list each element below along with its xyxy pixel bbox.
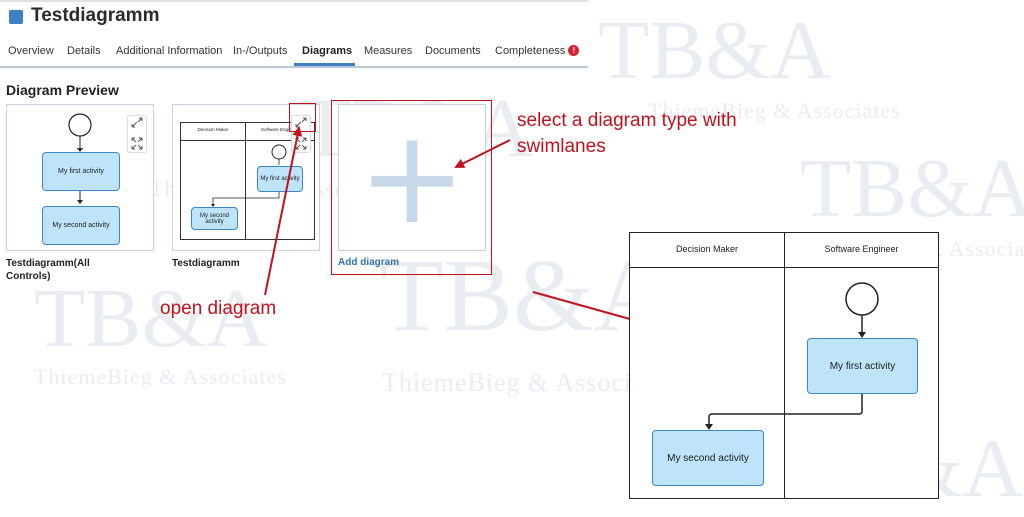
expand-button[interactable] bbox=[127, 115, 147, 153]
activity-my-first: My first activity bbox=[807, 338, 918, 394]
lane-label-decision-maker: Decision Maker bbox=[675, 244, 739, 254]
expand-icon bbox=[131, 117, 143, 150]
arrowhead bbox=[77, 148, 83, 152]
watermark-company: ThiemeBieg & Associates bbox=[34, 364, 287, 389]
arrowhead bbox=[858, 332, 866, 338]
start-node bbox=[68, 113, 92, 137]
watermark-logo: TB&A bbox=[598, 4, 832, 97]
add-diagram-card[interactable]: + bbox=[338, 104, 486, 251]
diagram-preview-card[interactable]: My first activity My second activity bbox=[6, 104, 154, 251]
diagram-name[interactable]: Testdiagramm(All Controls) bbox=[6, 258, 90, 282]
tab-measures[interactable]: Measures bbox=[364, 45, 413, 57]
lane-label: Decision Maker bbox=[197, 127, 229, 132]
tab-diagrams[interactable]: Diagrams bbox=[302, 45, 353, 57]
arrowhead bbox=[211, 204, 215, 207]
flow-arrow bbox=[212, 190, 280, 206]
tab-completeness[interactable]: Completeness! bbox=[495, 45, 580, 57]
tab-overview[interactable]: Overview bbox=[8, 45, 54, 57]
watermark-logo: TB&A bbox=[800, 142, 1024, 235]
activity-box: My first activity bbox=[42, 152, 120, 191]
page-title: Testdiagramm bbox=[31, 5, 160, 26]
highlight-box bbox=[331, 100, 492, 275]
header-divider bbox=[0, 0, 588, 2]
section-title: Diagram Preview bbox=[6, 82, 119, 98]
tab-bar: Overview Details Additional Information … bbox=[0, 38, 588, 68]
lane-divider bbox=[784, 233, 785, 498]
tab-in-outputs[interactable]: In-/Outputs bbox=[233, 45, 288, 57]
start-node bbox=[845, 282, 879, 316]
flow-arrow bbox=[708, 393, 863, 426]
swimlane-diagram: Decision Maker Software Engineer My firs… bbox=[629, 232, 939, 499]
diagram-name[interactable]: Testdiagramm bbox=[172, 258, 240, 269]
warning-badge-icon: ! bbox=[568, 45, 580, 56]
lane-header-divider bbox=[180, 140, 315, 141]
arrowhead bbox=[705, 424, 713, 430]
add-diagram-link[interactable]: Add diagram bbox=[338, 257, 400, 268]
diagram-thumbnail bbox=[68, 113, 92, 204]
active-tab-indicator bbox=[294, 63, 355, 66]
arrowhead bbox=[77, 200, 83, 204]
start-node bbox=[271, 144, 287, 160]
tab-completeness-label: Completeness bbox=[495, 45, 566, 57]
diagram-type-icon bbox=[9, 10, 23, 24]
annotation-open-diagram: open diagram bbox=[160, 298, 277, 319]
diagram-flow bbox=[705, 282, 879, 430]
lane-divider bbox=[245, 122, 246, 240]
activity-box: My second activity bbox=[42, 206, 120, 245]
lane-label-software-engineer: Software Engineer bbox=[824, 244, 899, 254]
activity-box: My first activity bbox=[257, 166, 303, 192]
tab-documents[interactable]: Documents bbox=[425, 45, 481, 57]
tab-additional-information[interactable]: Additional Information bbox=[116, 45, 223, 57]
annotation-select-diagram: select a diagram type with swimlanes bbox=[517, 110, 737, 157]
activity-my-second: My second activity bbox=[652, 430, 764, 486]
tab-details[interactable]: Details bbox=[67, 45, 101, 57]
activity-box: My second activity bbox=[191, 207, 238, 230]
highlight-box bbox=[289, 103, 316, 132]
